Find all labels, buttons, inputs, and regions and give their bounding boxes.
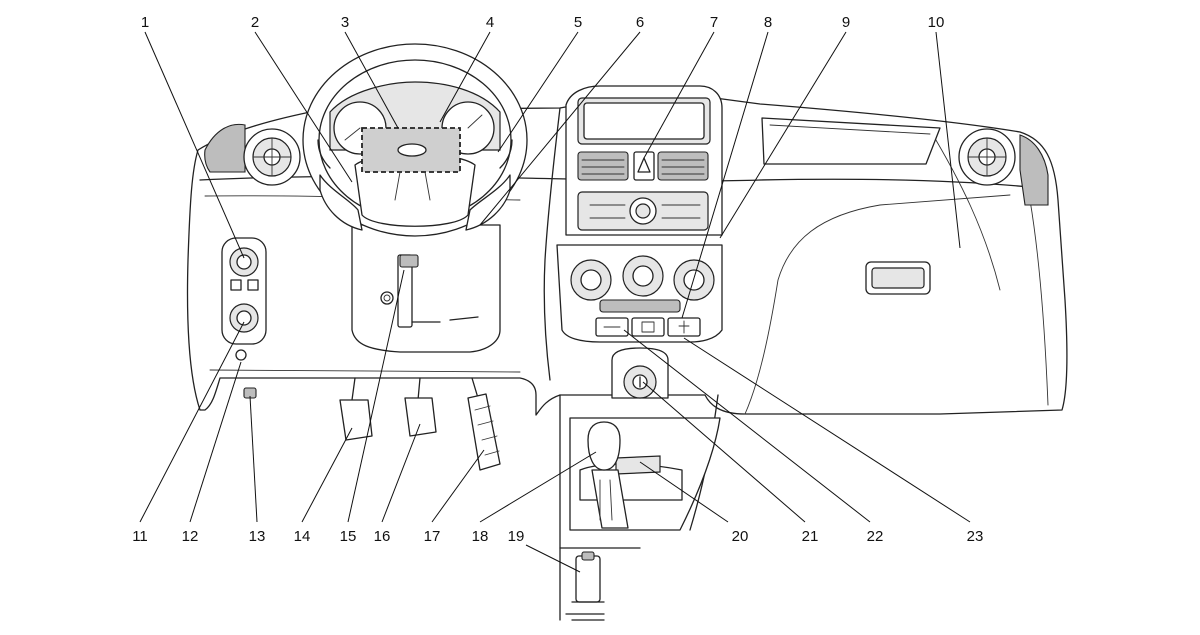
callout-4: 4 [486, 14, 494, 31]
callout-8: 8 [764, 14, 772, 31]
callout-14: 14 [294, 528, 311, 545]
steering-column [351, 224, 501, 353]
callout-labels: 1 2 3 4 5 6 7 8 9 10 11 12 13 14 15 16 1… [132, 14, 983, 545]
callout-17: 17 [424, 528, 441, 545]
callout-3: 3 [341, 14, 349, 31]
callout-16: 16 [374, 528, 391, 545]
callout-18: 18 [472, 528, 489, 545]
callout-5: 5 [574, 14, 582, 31]
center-stack [556, 85, 723, 343]
callout-15: 15 [340, 528, 357, 545]
steering-wheel [302, 43, 528, 237]
leader-lines [139, 31, 971, 573]
light-switch-panel [221, 237, 267, 361]
left-side-vent [204, 123, 301, 186]
callout-7: 7 [710, 14, 718, 31]
callout-1: 1 [141, 14, 149, 31]
ignition-switch [611, 347, 669, 399]
callout-10: 10 [928, 14, 945, 31]
callout-11: 11 [132, 528, 148, 545]
pedals [339, 377, 501, 471]
parking-brake [559, 547, 641, 621]
callout-12: 12 [182, 528, 199, 545]
callout-22: 22 [867, 528, 884, 545]
callout-19: 19 [508, 528, 525, 545]
callout-13: 13 [249, 528, 266, 545]
right-side-vent [958, 128, 1049, 206]
callout-6: 6 [636, 14, 644, 31]
glovebox [865, 261, 931, 295]
callout-23: 23 [967, 528, 984, 545]
callout-2: 2 [251, 14, 259, 31]
callout-20: 20 [732, 528, 749, 545]
callout-21: 21 [802, 528, 819, 545]
callout-9: 9 [842, 14, 850, 31]
